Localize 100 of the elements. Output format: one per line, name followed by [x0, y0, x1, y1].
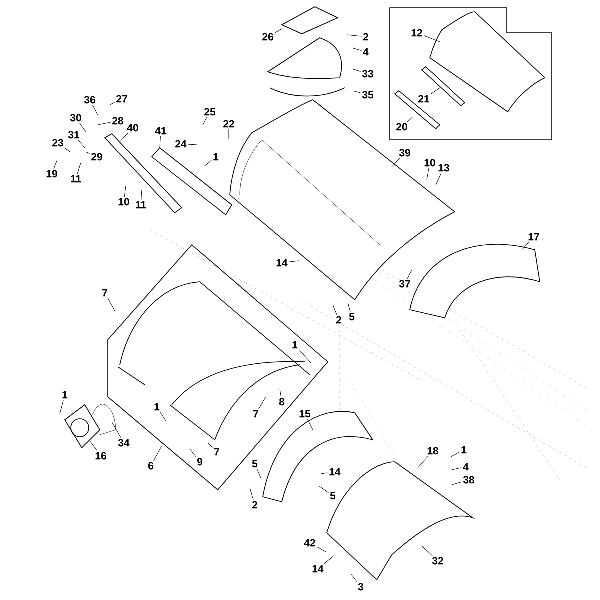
- callout-number: 31: [68, 131, 80, 139]
- leader-line: [160, 136, 161, 148]
- leader-line: [407, 270, 412, 280]
- callout-number: 24: [176, 140, 187, 148]
- leader-line: [208, 442, 213, 448]
- leader-line: [54, 160, 58, 170]
- leader-line: [77, 162, 82, 174]
- callout-number: 42: [304, 539, 316, 547]
- leader-line: [64, 148, 70, 152]
- leader-line: [141, 190, 142, 200]
- callout-number: 12: [412, 29, 422, 37]
- leader-line: [60, 400, 64, 414]
- callout-number: 35: [362, 91, 374, 99]
- leader-line: [92, 104, 98, 116]
- callout-number: 41: [155, 127, 167, 135]
- callout-number: 7: [102, 289, 108, 297]
- leader-line: [90, 440, 98, 452]
- leader-line: [407, 116, 414, 122]
- leader-line: [346, 34, 362, 37]
- callout-number: 13: [438, 164, 450, 172]
- leader-line: [452, 468, 462, 470]
- leader-line: [318, 486, 329, 494]
- callout-number: 14: [276, 259, 288, 267]
- callout-number: 1: [214, 153, 219, 161]
- leader-line: [324, 556, 334, 564]
- callout-number: 10: [424, 159, 436, 167]
- callout-number: 1: [62, 391, 68, 399]
- callout-number: 32: [432, 557, 444, 565]
- callout-number: 14: [330, 468, 341, 476]
- callout-number: 16: [96, 452, 106, 460]
- leader-line: [352, 68, 362, 72]
- leader-line: [110, 102, 115, 106]
- callout-number: 30: [70, 114, 82, 122]
- callout-number: 15: [300, 410, 311, 418]
- callout-number: 23: [52, 139, 64, 147]
- callout-number: 2: [252, 501, 258, 509]
- callout-number: 4: [463, 463, 469, 471]
- callout-number: 38: [463, 476, 474, 484]
- callout-number: 14: [312, 565, 324, 573]
- callout-number: 10: [118, 198, 130, 206]
- leader-line: [202, 116, 208, 126]
- leader-line: [120, 132, 128, 142]
- callout-number: 25: [204, 108, 216, 116]
- callout-number: 1: [462, 446, 467, 454]
- callout-number: 9: [197, 458, 203, 466]
- leader-line: [352, 90, 362, 94]
- leader-line: [392, 158, 400, 168]
- callout-number: 5: [349, 313, 355, 321]
- leader-line: [79, 122, 86, 132]
- callout-number: 8: [279, 398, 285, 406]
- leader-line: [78, 140, 86, 148]
- callout-number: 1: [292, 341, 298, 349]
- leader-line: [250, 488, 254, 500]
- callout-number: 5: [252, 460, 258, 468]
- callout-number: 39: [399, 149, 410, 157]
- callout-number: 28: [112, 117, 124, 125]
- leader-line: [452, 482, 462, 486]
- leader-line: [258, 396, 266, 410]
- leader-line: [112, 422, 122, 438]
- leader-line: [160, 412, 166, 422]
- callout-number: 34: [118, 439, 130, 447]
- leader-line: [204, 160, 212, 166]
- callout-number: 7: [254, 410, 258, 418]
- leader-line: [289, 260, 300, 262]
- leader-line: [275, 28, 282, 34]
- callout-number: 11: [71, 175, 82, 183]
- leader-line: [154, 446, 162, 462]
- leader-line: [280, 388, 282, 398]
- callout-number: 26: [262, 33, 274, 41]
- leader-line: [256, 468, 262, 478]
- callout-number: 27: [116, 95, 128, 103]
- callout-number: 2: [336, 316, 342, 324]
- leader-line: [108, 298, 116, 312]
- leader-line: [436, 172, 442, 186]
- leader-line: [317, 546, 326, 552]
- leader-line: [450, 452, 460, 458]
- leader-line: [190, 448, 196, 458]
- leader-line: [422, 546, 433, 556]
- callout-number: 2: [363, 33, 368, 41]
- callout-number: 18: [428, 447, 438, 455]
- callout-number: 1: [154, 403, 160, 411]
- callout-number: 21: [418, 95, 430, 103]
- leader-line: [424, 36, 440, 42]
- leader-line: [320, 472, 328, 474]
- callout-number: 37: [399, 280, 410, 288]
- callout-number: 29: [92, 153, 102, 161]
- callout-number: 40: [127, 124, 138, 132]
- leader-line: [350, 574, 358, 582]
- leader-line: [418, 456, 429, 468]
- leader-line: [332, 304, 338, 316]
- leader-line: [188, 144, 198, 146]
- leader-line: [431, 88, 440, 94]
- leader-line: [307, 418, 314, 430]
- callout-number: 6: [148, 462, 154, 470]
- callout-number: 3: [358, 583, 364, 591]
- callout-number: 22: [224, 120, 234, 128]
- leader-line: [426, 168, 430, 180]
- callout-number: 19: [46, 170, 58, 178]
- callout-number: 36: [84, 96, 96, 104]
- leader-line: [98, 122, 111, 126]
